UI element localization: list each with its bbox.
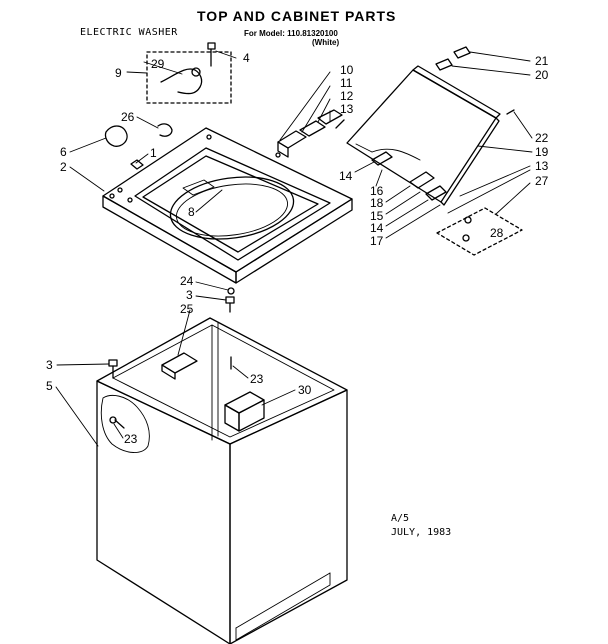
- callout-4: 4: [243, 51, 250, 65]
- callout-26: 26: [121, 110, 135, 124]
- footer-date: JULY, 1983: [391, 527, 451, 538]
- diagram-title: TOP AND CABINET PARTS: [197, 8, 396, 24]
- leader-lines: [55, 50, 533, 447]
- callout-10: 10: [340, 63, 354, 77]
- callout-20: 20: [535, 68, 549, 82]
- cabinet-drawing: [96, 317, 348, 644]
- callout-13-lower: 13: [535, 159, 549, 173]
- callout-2: 2: [60, 160, 67, 174]
- top-cover-drawing: [102, 127, 353, 284]
- callout-24: 24: [180, 274, 194, 288]
- callout-19: 19: [535, 145, 549, 159]
- callout-1: 1: [150, 146, 157, 160]
- callout-6: 6: [60, 145, 67, 159]
- callout-3-center: 3: [186, 288, 193, 302]
- model-number: For Model: 110.81320100: [244, 29, 338, 38]
- color-note: (White): [312, 38, 339, 47]
- callout-3-left: 3: [46, 358, 53, 372]
- callout-9: 9: [115, 66, 122, 80]
- callout-23-center: 23: [250, 372, 264, 386]
- callout-29: 29: [151, 57, 165, 71]
- callout-5: 5: [46, 379, 53, 393]
- callout-labels: 4 29 9 26 6 1 2 8 10 11 12 13 14 16 18 1…: [46, 51, 549, 446]
- callout-8: 8: [188, 205, 195, 219]
- callout-13-upper: 13: [340, 102, 354, 116]
- callout-11: 11: [340, 76, 353, 90]
- callout-14-lower: 14: [370, 221, 384, 235]
- callout-15: 15: [370, 209, 384, 223]
- callout-30: 30: [298, 383, 312, 397]
- footer-code: A/5: [391, 513, 409, 524]
- callout-14-upper: 14: [339, 169, 353, 183]
- lid-drawing: [346, 65, 501, 206]
- callout-23-cutaway: 23: [124, 432, 138, 446]
- callout-22: 22: [535, 131, 549, 145]
- callout-17: 17: [370, 234, 384, 248]
- callout-18: 18: [370, 196, 384, 210]
- product-label: ELECTRIC WASHER: [80, 27, 178, 38]
- callout-16: 16: [370, 184, 384, 198]
- callout-12: 12: [340, 89, 354, 103]
- callout-21: 21: [535, 54, 549, 68]
- callout-25: 25: [180, 302, 194, 316]
- callout-28: 28: [490, 226, 504, 240]
- small-parts: [104, 42, 523, 432]
- callout-27: 27: [535, 174, 549, 188]
